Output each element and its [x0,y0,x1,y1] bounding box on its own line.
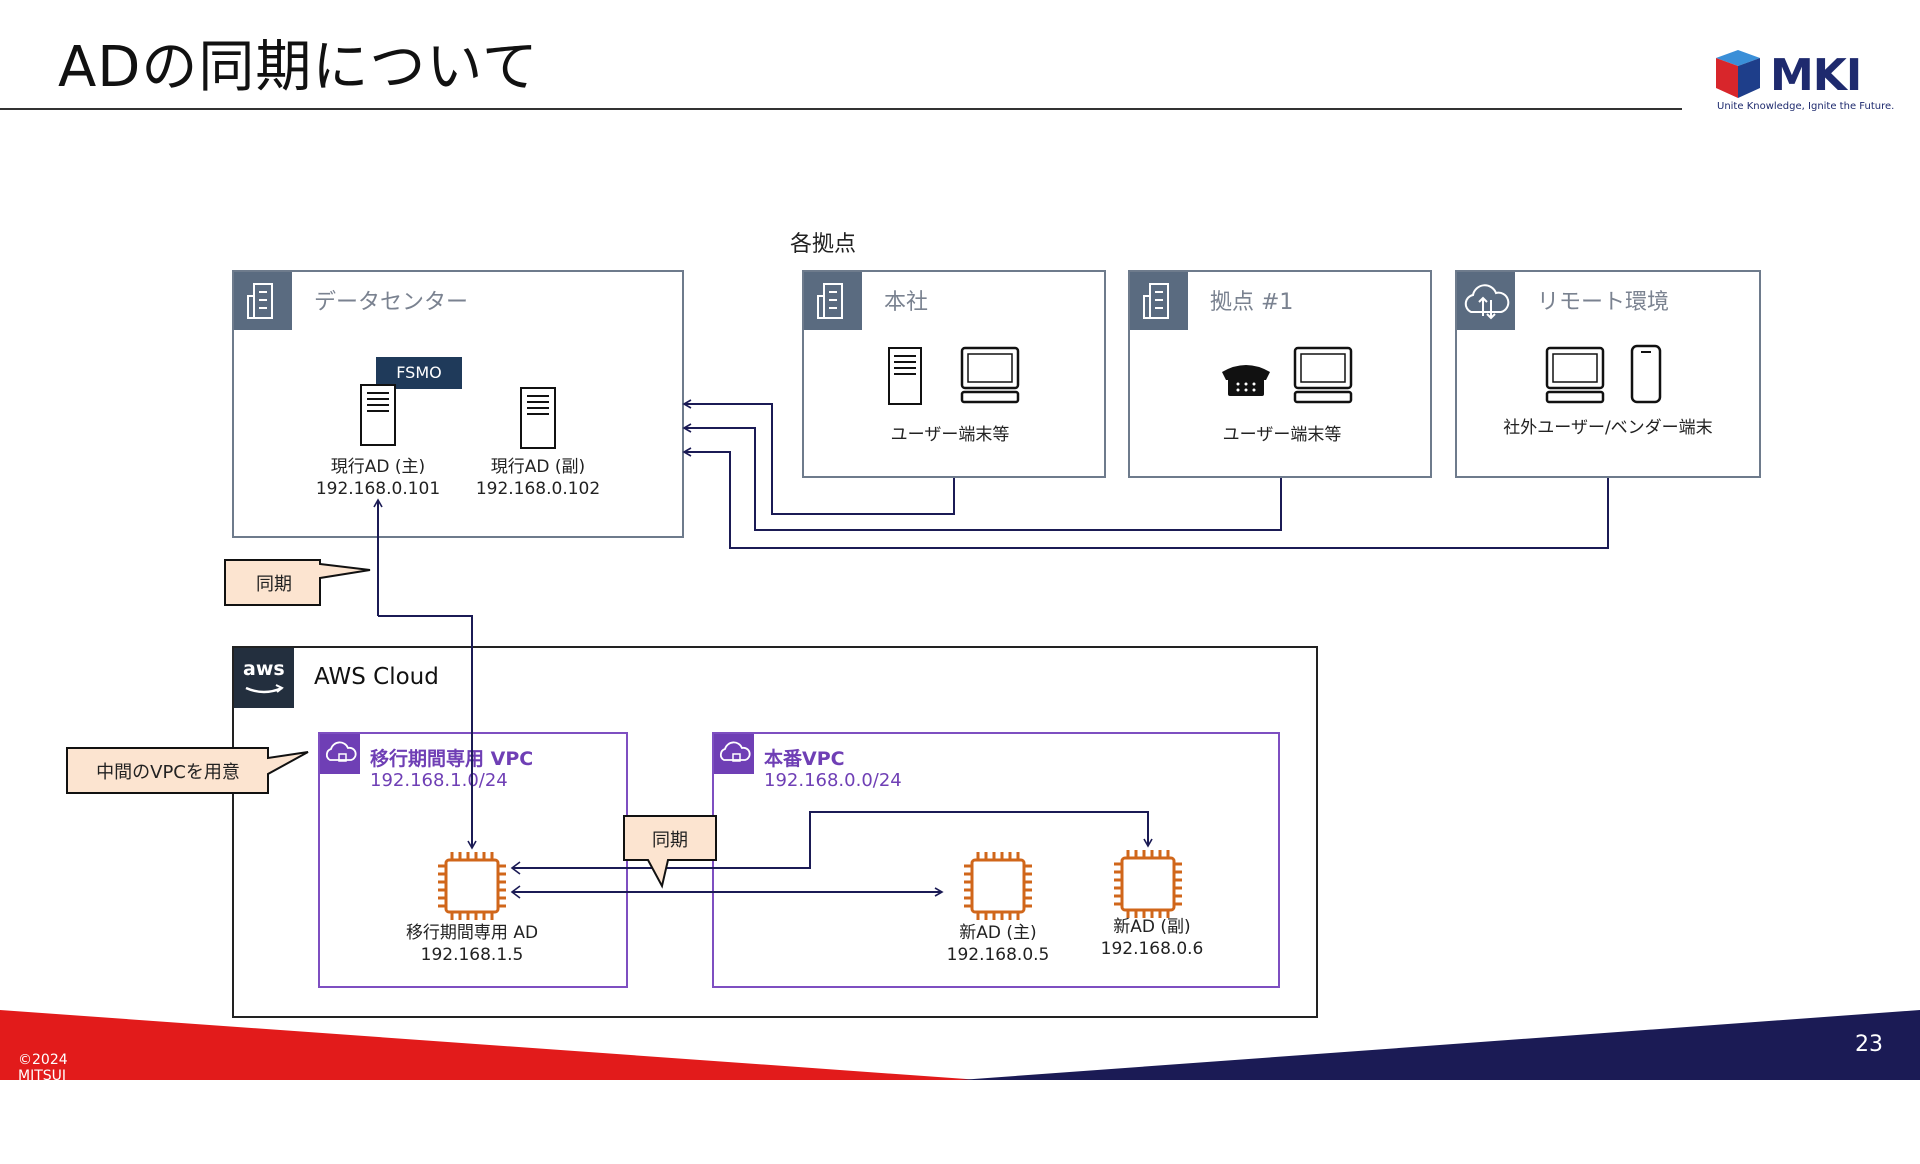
prod-vpc-box: 本番VPC 192.168.0.0/24 [712,732,1280,988]
connector-branch [682,423,1282,531]
connector-sync-down [378,615,477,850]
smartphone-icon [1630,344,1662,404]
building-icon [1130,272,1188,330]
callout-sync-aws-text: 同期 [652,830,688,851]
branch-label: 拠点 #1 [1210,290,1294,315]
branch-caption: ユーザー端末等 [1222,425,1342,445]
ec2-instance-icon [1114,850,1182,918]
hq-label: 本社 [884,290,929,315]
building-icon [804,272,862,330]
new-ad-primary-name: 新AD (主) [959,923,1037,943]
server-icon [360,384,396,446]
desktop-computer-icon [1293,346,1353,404]
callout-middle-vpc [66,747,309,794]
migration-ad-name: 移行期間専用 AD [405,923,539,943]
current-ad-primary-name: 現行AD (主) [330,457,426,477]
diagram-graphics [0,344,1920,1080]
ec2-instance-icon [438,852,506,920]
remote-caption: 社外ユーザー/ベンダー端末 [1503,418,1713,438]
callout-middle-vpc-text: 中間のVPCを用意 [96,762,240,783]
remote-box: リモート環境 [1455,270,1761,478]
desktop-computer-icon [1545,346,1605,404]
prod-vpc-cidr: 192.168.0.0/24 [764,770,902,791]
slide-title: ADの同期について [58,35,539,100]
desktop-computer-icon [960,346,1020,404]
footer-navy-band [960,1010,1920,1080]
connector-migration-secondary [512,811,1153,869]
sites-heading: 各拠点 [790,232,857,257]
footer-copyright: ©2024 MITSUI KNOWLEDGE INDUSTRY CO., LTD… [18,1052,110,1164]
aws-logo-text: aws [243,658,285,680]
migration-ad-ip: 192.168.1.5 [420,945,524,965]
migration-vpc-title: 移行期間専用 VPC [370,748,534,770]
server-icon [888,347,922,405]
ec2-instance-icon [964,852,1032,920]
datacenter-label: データセンター [314,290,469,315]
building-icon [234,272,292,330]
logo-tagline: Unite Knowledge, Ignite the Future. [1717,101,1895,112]
connector-hq [682,399,955,515]
current-ad-secondary-ip: 192.168.0.102 [475,479,601,499]
fsmo-badge: FSMO [376,357,462,389]
server-icon [520,387,556,449]
vpc-icon [320,734,360,774]
aws-cloud-box: aws AWS Cloud [232,646,1318,1018]
new-ad-secondary-name: 新AD (副) [1113,917,1191,937]
vpc-icon [714,734,754,774]
aws-cloud-label: AWS Cloud [314,664,439,690]
prod-vpc-title: 本番VPC [764,748,845,770]
branch-box: 拠点 #1 [1128,270,1432,478]
migration-vpc-cidr: 192.168.1.0/24 [370,770,508,791]
telephone-icon [1222,365,1270,396]
footer-red-band [0,1010,980,1080]
mki-logo-icon [1716,50,1760,98]
aws-logo-icon: aws [234,648,294,708]
current-ad-primary-ip: 192.168.0.101 [315,479,441,499]
migration-vpc-box: 移行期間専用 VPC 192.168.1.0/24 [318,732,628,988]
datacenter-box: データセンター [232,270,684,538]
callout-sync-top-text: 同期 [256,574,292,595]
page-number: 23 [1855,1032,1883,1057]
callout-sync-top [224,559,371,606]
current-ad-secondary-name: 現行AD (副) [490,457,586,477]
title-divider [0,108,1682,110]
connector-remote [682,447,1609,549]
hq-caption: ユーザー端末等 [890,425,1010,445]
new-ad-primary-ip: 192.168.0.5 [946,945,1050,965]
logo-wordmark: MKI [1770,50,1862,101]
remote-label: リモート環境 [1537,290,1670,315]
hq-box: 本社 [802,270,1106,478]
cloud-sync-icon [1457,272,1515,330]
callout-sync-aws [623,815,717,889]
new-ad-secondary-ip: 192.168.0.6 [1100,939,1204,959]
